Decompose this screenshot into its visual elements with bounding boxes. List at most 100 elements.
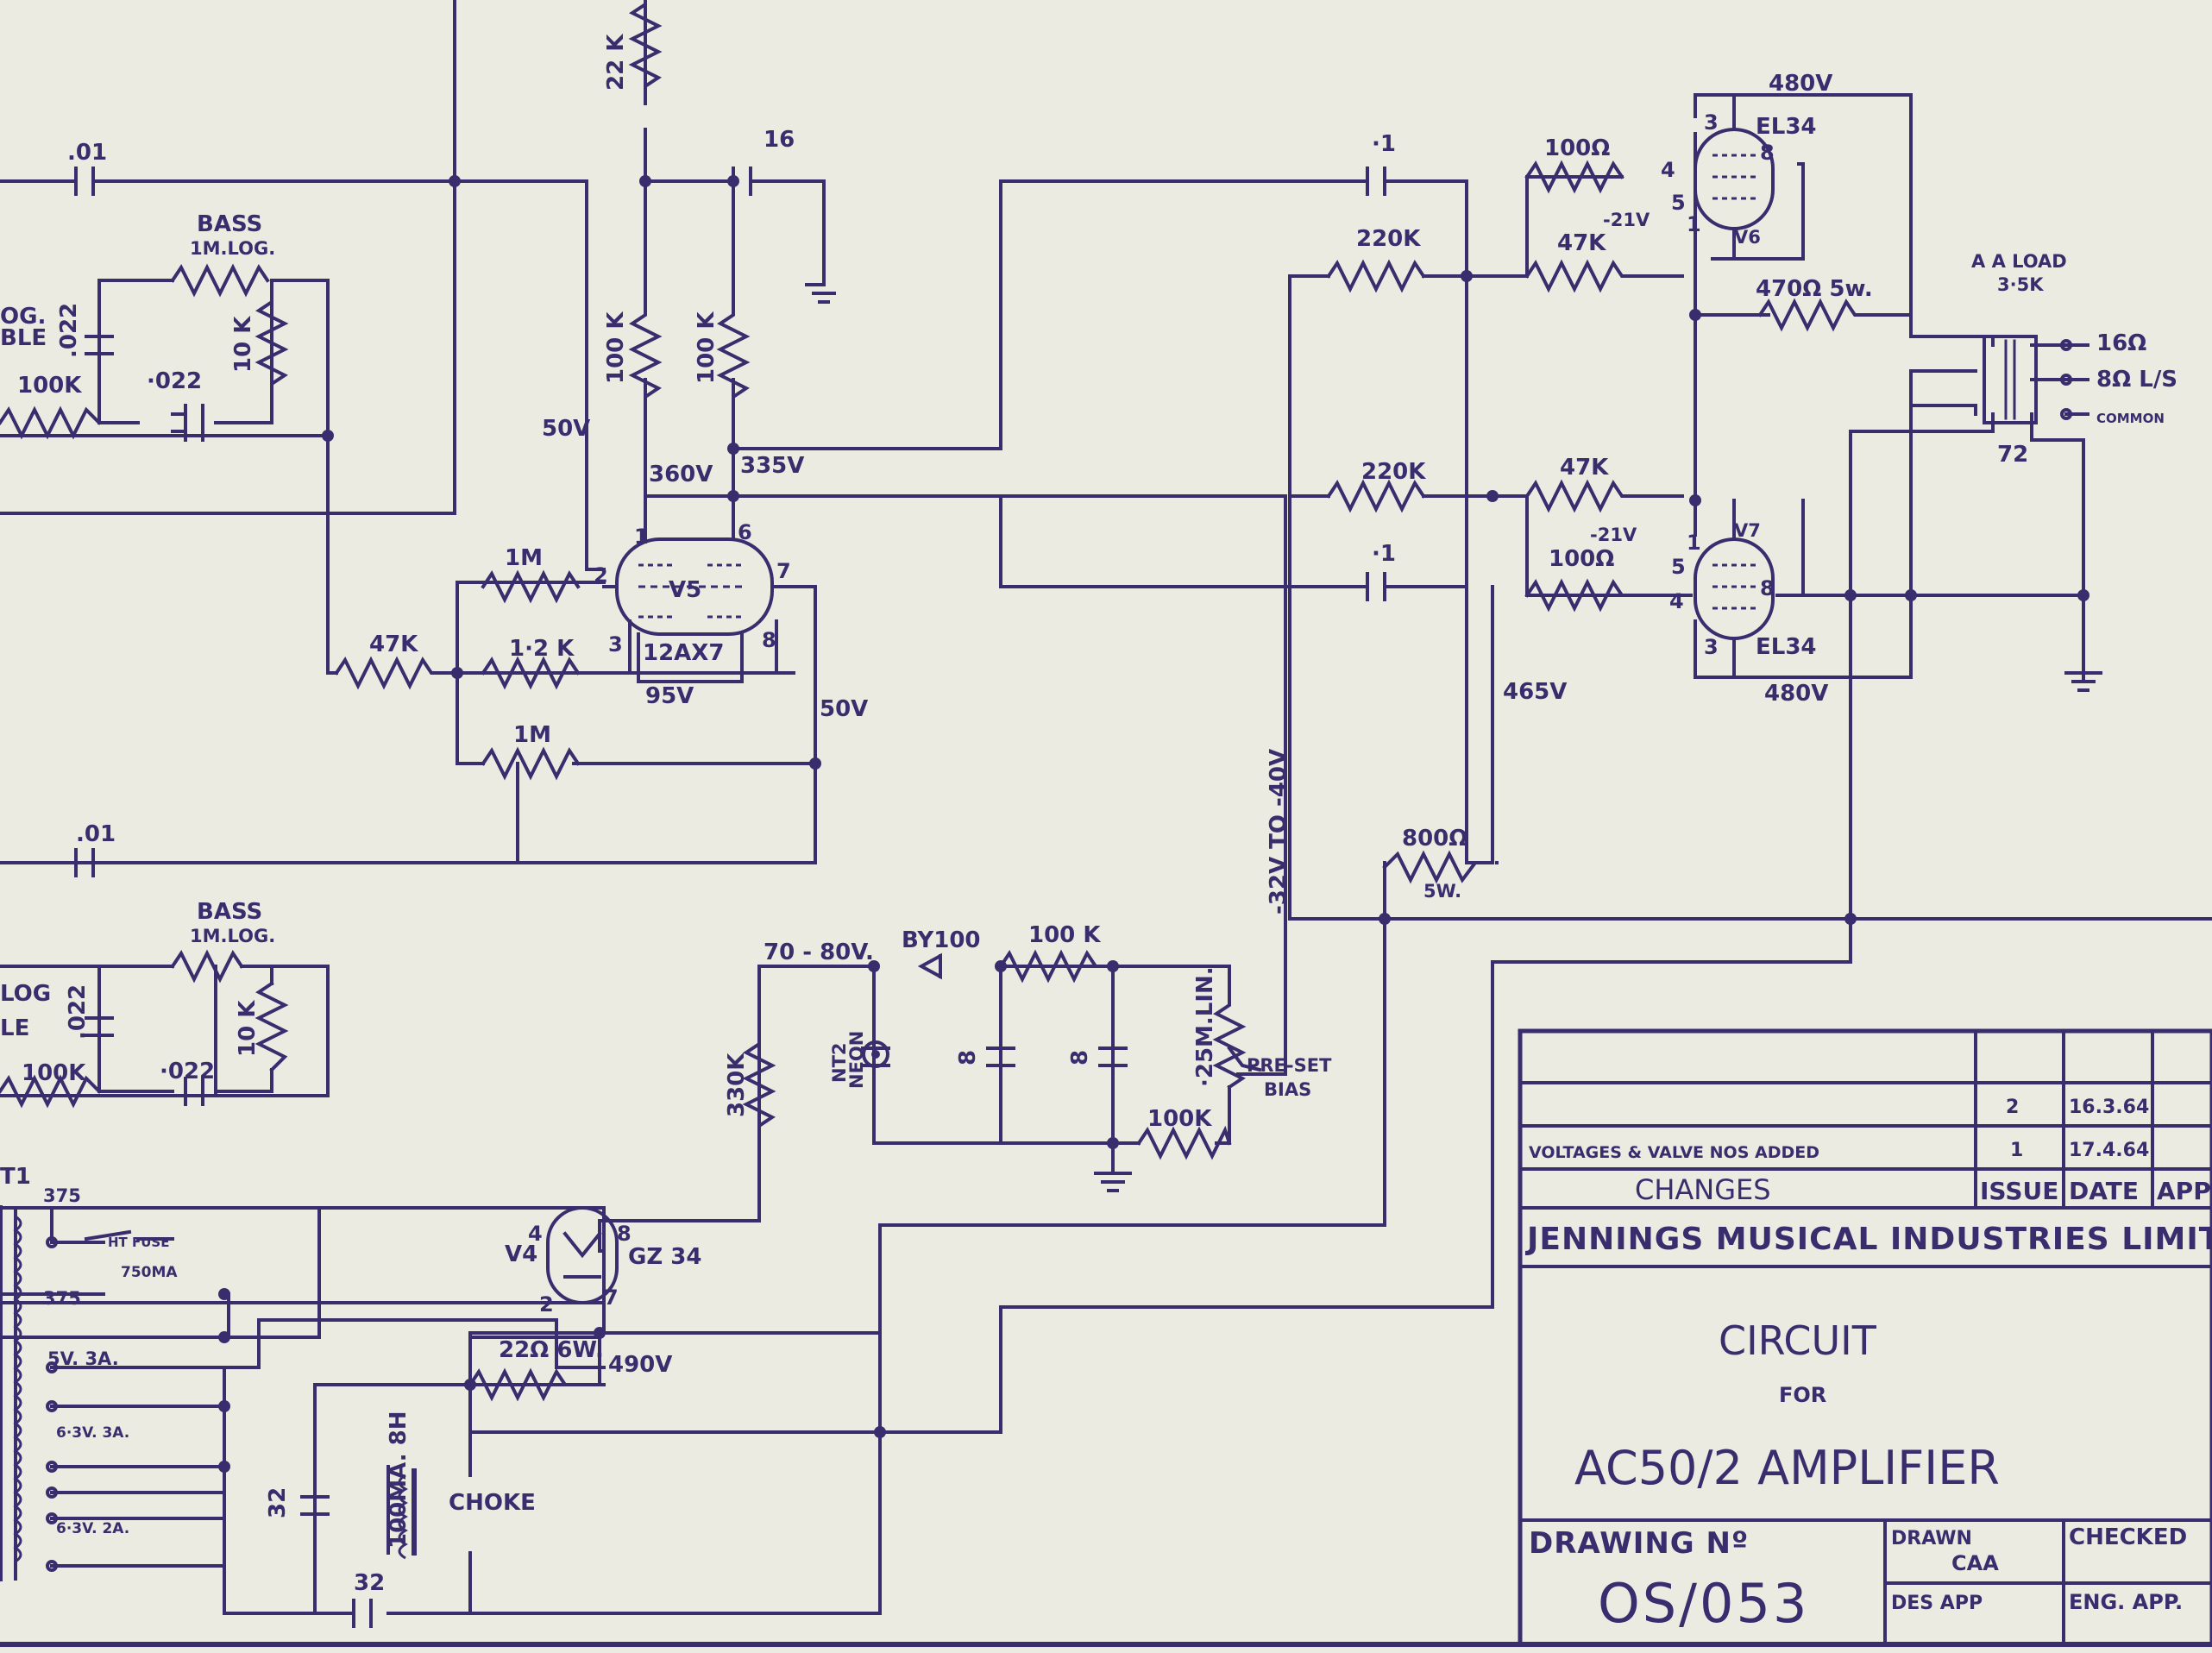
label-r-100k-plate1: 100 K <box>603 311 629 384</box>
misc-symbols <box>46 339 2089 1572</box>
label-r-10k-2: 10 K <box>235 1000 261 1057</box>
tb-row1-change: VOLTAGES & VALVE NOS ADDED <box>1529 1143 1819 1162</box>
label-bass: BASS <box>197 211 262 237</box>
label-v7: V7 <box>1734 520 1761 541</box>
label-v4: V4 <box>505 1241 537 1267</box>
label-95v: 95V <box>645 683 694 709</box>
tb-drawn-by: CAA <box>1951 1551 1999 1575</box>
pin-v6-1: 1 <box>1687 212 1701 236</box>
label-r-330k: 330K <box>724 1053 750 1117</box>
label-r-10k: 10 K <box>230 316 256 373</box>
label-bass-pot: 1M.LOG. <box>190 238 275 259</box>
label-r-22-6w: 22Ω 6W. <box>499 1337 604 1363</box>
pin-v4-2: 2 <box>539 1292 554 1317</box>
label-r-22k: 22 K <box>603 34 629 91</box>
label-r-1-2k: 1·2 K <box>509 636 575 662</box>
label-r-800-w: 5W. <box>1423 881 1461 902</box>
label-r-100k-tone: 100K <box>17 373 82 399</box>
label-r-100-top: 100Ω <box>1544 135 1610 161</box>
label-neon-2: NEON <box>846 1031 867 1089</box>
label-bass-2: BASS <box>197 899 262 925</box>
label-50v-a: 50V <box>542 416 590 442</box>
label-bias-range: -32V TO -40V <box>1266 749 1291 914</box>
tb-hdr-changes: CHANGES <box>1635 1173 1771 1206</box>
label-480v-bot: 480V <box>1764 681 1828 707</box>
label-r-220k-bot: 220K <box>1361 459 1426 485</box>
pin-v7-1: 1 <box>1687 531 1701 555</box>
pin-v6-8: 8 <box>1760 141 1775 165</box>
tb-company: JENNINGS MUSICAL INDUSTRIES LIMITED <box>1524 1222 2212 1257</box>
label-335v: 335V <box>740 453 804 479</box>
label-50v-b: 50V <box>820 696 868 722</box>
label-r-220k-top: 220K <box>1356 226 1421 252</box>
junction-dots <box>218 175 2089 1473</box>
label-c-16: 16 <box>764 127 795 153</box>
tb-row2-issue: 2 <box>2006 1097 2019 1118</box>
label-r-47k-top: 47K <box>1557 230 1606 256</box>
pin-v7-5: 5 <box>1671 555 1686 579</box>
label-480v-top: 480V <box>1769 71 1832 97</box>
label-r-470: 470Ω 5w. <box>1756 276 1873 302</box>
label-c-01-top: .01 <box>67 140 107 166</box>
label-v5: V5 <box>669 577 701 603</box>
label-r-47k-a: 47K <box>369 632 418 657</box>
label-c-1-top: ·1 <box>1372 131 1396 157</box>
label-treble-frag-1: OG. <box>0 304 46 330</box>
tb-des-app: DES APP <box>1891 1593 1983 1614</box>
tb-row1-issue: 1 <box>2010 1140 2023 1161</box>
label-tap-common: COMMON <box>2096 411 2165 426</box>
label-375b: 375 <box>43 1288 81 1309</box>
label-70-80v: 70 - 80V. <box>764 940 874 965</box>
label-diode: BY100 <box>902 927 981 953</box>
label-sec-63b: 6·3V. 2A. <box>56 1520 129 1537</box>
label-12ax7: 12AX7 <box>643 640 724 666</box>
pin-v7-3: 3 <box>1704 635 1719 659</box>
tb-hdr-date: DATE <box>2069 1177 2139 1205</box>
label-v6: V6 <box>1734 227 1761 248</box>
label-c-022a: .022 <box>56 303 82 358</box>
pin-v7-4: 4 <box>1669 589 1684 613</box>
pin-v5-7: 7 <box>776 559 791 583</box>
label-m21v-top: -21V <box>1603 210 1650 230</box>
label-treble-frag-4: LE <box>0 1015 29 1041</box>
resistors <box>0 0 1904 1402</box>
label-ht-fuse: HT FUSE <box>108 1235 169 1250</box>
label-sec-63a: 6·3V. 3A. <box>56 1424 129 1442</box>
label-465v: 465V <box>1503 679 1567 705</box>
label-choke: CHOKE <box>449 1490 536 1516</box>
tb-row2-date: 16.3.64 <box>2069 1097 2149 1118</box>
tb-drawing-no-label: DRAWING Nº <box>1529 1526 1749 1561</box>
label-r-100-bot: 100Ω <box>1549 546 1614 572</box>
label-bass-pot-2: 1M.LOG. <box>190 926 275 946</box>
label-treble-frag-3: LOG <box>0 981 51 1007</box>
label-treble-frag-2: BLE <box>0 325 47 351</box>
tb-title-3: AC50/2 AMPLIFIER <box>1574 1441 2000 1495</box>
pin-v5-3: 3 <box>608 632 623 657</box>
label-c-32a: 32 <box>265 1487 291 1518</box>
label-load-2: 3·5K <box>1997 274 2044 295</box>
pin-v5-8: 8 <box>762 628 776 652</box>
label-r-47k-bot: 47K <box>1560 455 1609 481</box>
transformers <box>0 335 2038 1581</box>
label-tx-72: 72 <box>1997 442 2028 468</box>
label-preset-2: BIAS <box>1264 1079 1311 1100</box>
pin-v5-6: 6 <box>738 520 752 544</box>
label-360v: 360V <box>649 462 713 487</box>
tb-eng-app: ENG. APP. <box>2069 1590 2183 1614</box>
label-gz34: GZ 34 <box>628 1244 701 1270</box>
label-fuse-rating: 750MA <box>121 1264 178 1281</box>
label-r-1m-a: 1M <box>505 545 543 571</box>
pin-v6-3: 3 <box>1704 110 1719 135</box>
tb-hdr-issue: ISSUE <box>1980 1177 2058 1205</box>
tb-drawn: DRAWN <box>1891 1528 1972 1549</box>
label-r-100k-plate2: 100 K <box>694 311 720 384</box>
pin-v7-8: 8 <box>1760 576 1775 600</box>
pin-v4-7: 7 <box>604 1285 619 1310</box>
tb-drawing-no: OS/053 <box>1598 1572 1809 1635</box>
component-labels: 22 K .01 16 BASS 1M.LOG. OG. BLE .022 ·0… <box>0 34 2177 1596</box>
tb-hdr-app: APP <box>2157 1177 2211 1205</box>
label-neon-1: NT2 <box>829 1042 850 1083</box>
label-sec-5v: 5V. 3A. <box>47 1348 119 1369</box>
